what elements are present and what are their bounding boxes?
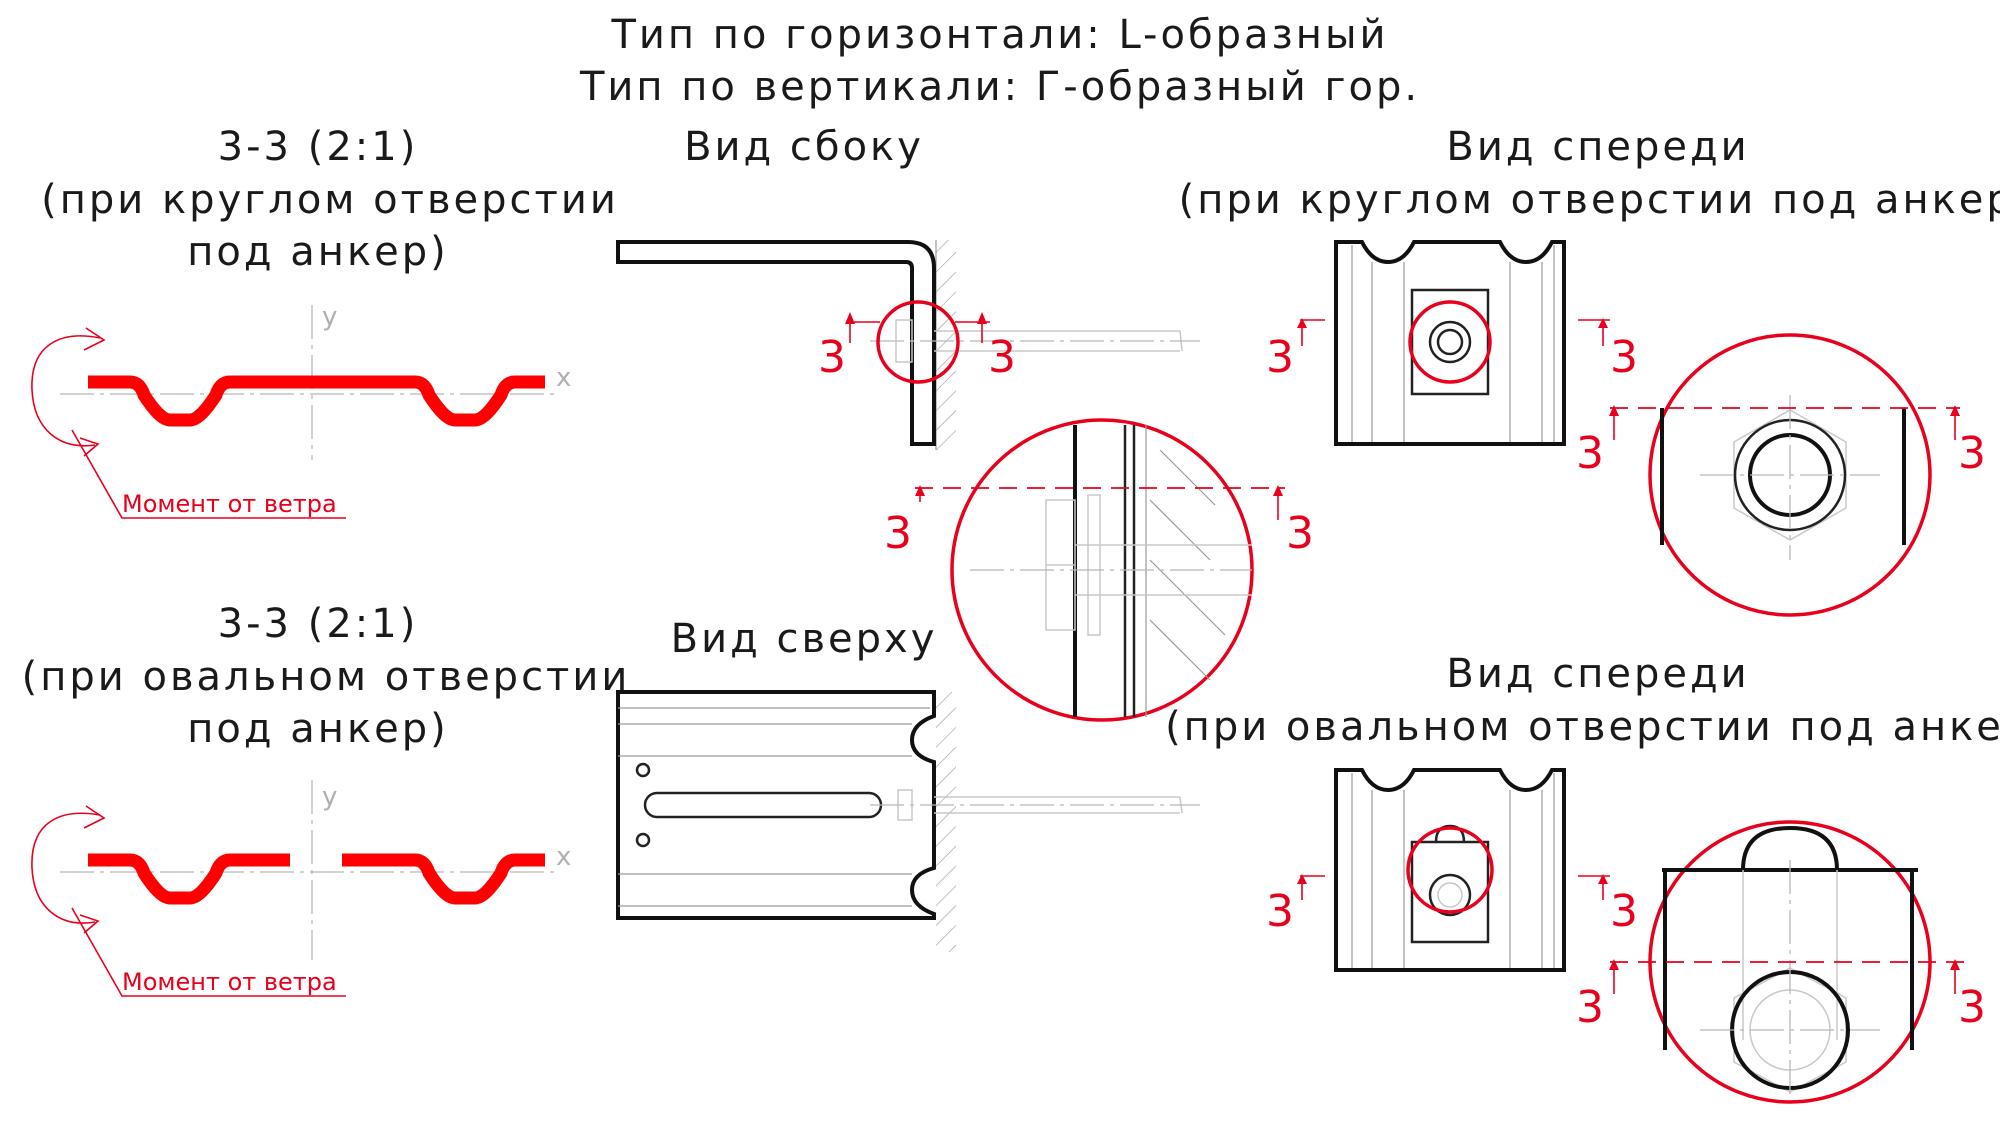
front-round-detail-mark-left-head <box>1609 405 1619 416</box>
top-view-hole-top <box>635 762 651 778</box>
front-round-detail-mark-right-head <box>1950 405 1960 416</box>
front-oval-inner-plate <box>1410 840 1490 944</box>
header-line-2: Тип по вертикали: Г-образный гор. <box>579 64 1420 110</box>
section-round-profile <box>88 375 545 427</box>
section-round-axis-x-label: x <box>556 363 571 393</box>
front-oval-bolt-outer <box>1428 873 1472 917</box>
front-oval-detail-mark-left-head <box>1609 959 1619 970</box>
front-round-bolt-inner <box>1436 328 1464 356</box>
section-round-moment-label: Момент от ветра <box>122 490 337 518</box>
front-oval-detail-group: 3 3 <box>1576 820 1986 1104</box>
front-round-detail-mark-left: 3 <box>1576 428 1604 479</box>
front-oval-detail-mark-right-head <box>1950 959 1960 970</box>
front-oval-title: Вид спереди <box>1446 651 1749 697</box>
side-detail-group: 3 3 <box>884 418 1314 722</box>
section-round-moment-arrow-bottom <box>79 437 100 457</box>
front-oval-detail-mark-left: 3 <box>1576 982 1604 1033</box>
section-round-moment-arc <box>31 335 101 447</box>
section-oval-moment-arc <box>31 812 101 924</box>
section-oval-profile-right <box>342 853 545 905</box>
front-oval-plate-outline <box>1334 768 1566 972</box>
front-round-subtitle: (при круглом отверстии под анкер) <box>1179 177 2000 223</box>
top-view-oval-slot <box>643 791 883 819</box>
front-oval-mark-right-head <box>1598 874 1608 884</box>
side-detail-mark-right: 3 <box>1286 508 1314 559</box>
section-oval-moment-arrow-bottom <box>79 914 100 934</box>
side-view-mark-right: 3 <box>988 332 1016 383</box>
front-round-detail-big-circle <box>1648 333 1932 617</box>
side-view-wall-hatch <box>936 240 956 450</box>
section-round-title: 3-3 (2:1) <box>218 124 419 170</box>
section-oval-group: 3-3 (2:1) (при овальном отверстии под ан… <box>22 601 631 997</box>
section-oval-moment-arrow-top <box>83 805 106 829</box>
section-round-axis-y-label: y <box>322 302 337 332</box>
top-view-group: Вид сверху <box>616 616 1200 952</box>
side-view-mark-right-head <box>977 312 987 324</box>
front-oval-bolt-inner <box>1437 882 1463 908</box>
front-round-mark-left-head <box>1297 318 1307 328</box>
side-detail-hatch-4 <box>1159 449 1216 506</box>
front-oval-detail-circle <box>1406 826 1494 914</box>
side-view-detail-circle <box>876 300 960 384</box>
side-view-group: Вид сбоку 3 3 <box>616 124 1200 450</box>
side-view-mark-left: 3 <box>818 332 846 383</box>
front-round-detail-group: 3 3 <box>1576 333 1986 617</box>
top-view-title: Вид сверху <box>671 616 938 662</box>
top-view-plate-outline <box>616 690 936 920</box>
side-view-title: Вид сбоку <box>684 124 924 170</box>
front-round-inner-plate <box>1410 288 1490 396</box>
front-round-detail-hex-nut <box>1733 409 1847 541</box>
front-round-detail-circle <box>1408 300 1492 384</box>
section-round-group: 3-3 (2:1) (при круглом отверстии под анк… <box>31 124 619 519</box>
header-line-1: Тип по горизонтали: L-образный <box>610 12 1388 58</box>
front-round-group: Вид спереди (при круглом отверстии под а… <box>1179 124 2000 446</box>
top-view-hole-bottom <box>635 832 651 848</box>
side-detail-mark-left-head <box>915 485 925 496</box>
side-detail-mark-right-head <box>1273 485 1283 496</box>
section-oval-axis-y-label: y <box>322 782 337 812</box>
front-oval-subtitle: (при овальном отверстии под анкер) <box>1165 704 2000 750</box>
side-detail-hatch-1 <box>1149 499 1211 561</box>
section-oval-subtitle-2: под анкер) <box>187 706 448 752</box>
front-oval-mark-right: 3 <box>1610 886 1638 937</box>
front-round-plate-outline <box>1334 240 1566 446</box>
section-round-moment-arrow-top <box>83 327 106 351</box>
front-round-title: Вид спереди <box>1446 124 1749 170</box>
front-oval-detail-mark-right: 3 <box>1958 982 1986 1033</box>
front-round-detail-mark-right: 3 <box>1958 428 1986 479</box>
front-oval-slot-top <box>1434 824 1466 843</box>
section-oval-title: 3-3 (2:1) <box>218 601 419 647</box>
front-round-mark-right-head <box>1598 318 1608 328</box>
side-view-nut <box>895 319 913 363</box>
side-detail-hatch-2 <box>1149 559 1226 636</box>
side-view-bracket-outline <box>616 240 936 446</box>
front-oval-mark-left: 3 <box>1266 886 1294 937</box>
section-round-subtitle-1: (при круглом отверстии <box>41 177 619 223</box>
side-detail-mark-left: 3 <box>884 508 912 559</box>
front-round-mark-right: 3 <box>1610 332 1638 383</box>
side-detail-washer <box>1087 494 1101 636</box>
side-view-mark-left-head <box>845 312 855 324</box>
section-oval-axis-x-label: x <box>556 842 571 872</box>
section-round-leader <box>71 429 346 519</box>
top-view-wall-hatch <box>936 692 956 952</box>
section-oval-moment-label: Момент от ветра <box>122 968 337 996</box>
front-round-mark-left: 3 <box>1266 332 1294 383</box>
front-oval-detail-slot-top <box>1741 825 1839 871</box>
front-oval-group: Вид спереди (при овальном отверстии под … <box>1165 651 2000 972</box>
section-oval-leader <box>71 907 346 997</box>
section-oval-profile-left <box>88 853 290 905</box>
front-oval-mark-left-head <box>1297 874 1307 884</box>
section-oval-subtitle-1: (при овальном отверстии <box>22 654 631 700</box>
section-round-subtitle-2: под анкер) <box>187 229 448 275</box>
front-round-bolt-outer <box>1428 320 1472 364</box>
side-detail-hatch-3 <box>1149 619 1211 681</box>
